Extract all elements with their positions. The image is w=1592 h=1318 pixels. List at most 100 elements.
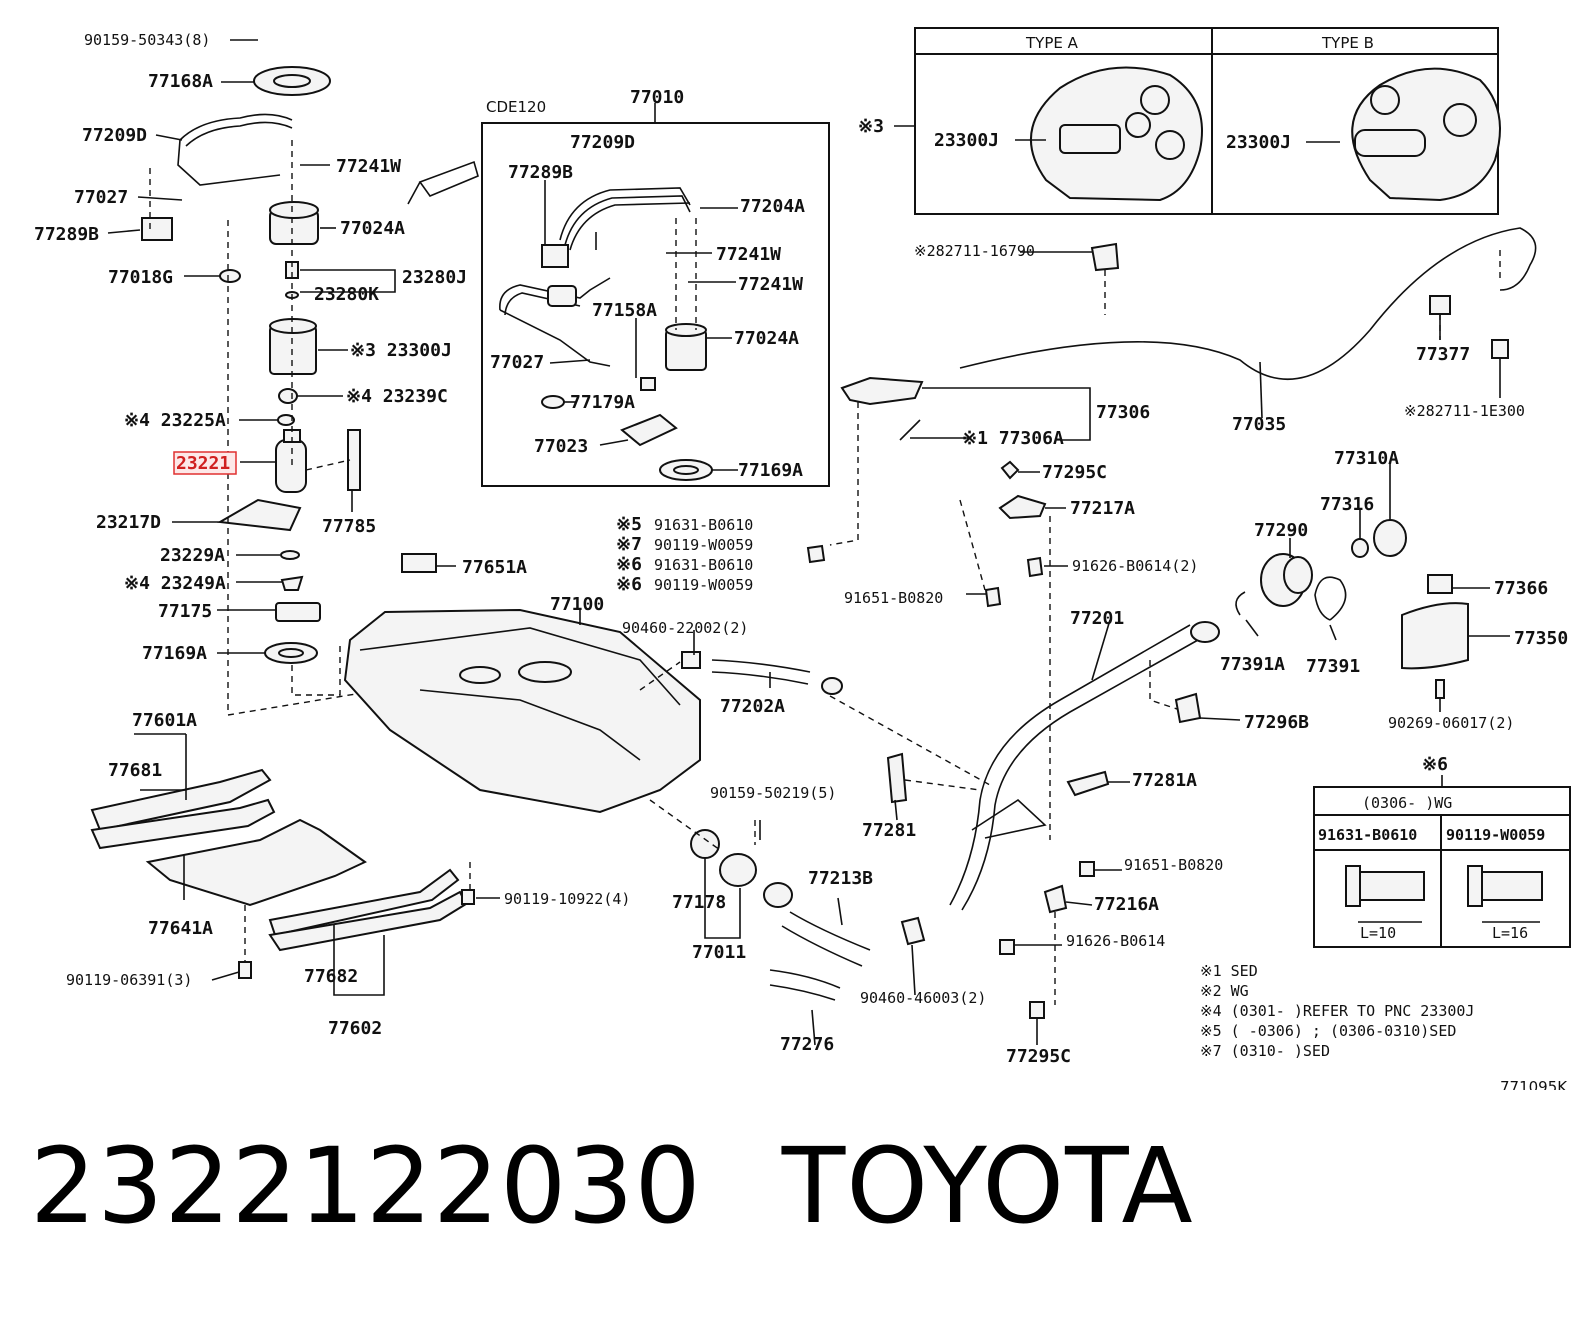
label: 23300J: [1226, 132, 1291, 153]
type-plates: [1030, 66, 1501, 202]
label: 77281A: [1132, 770, 1197, 791]
label: 77178: [672, 892, 726, 913]
label: 77100: [550, 594, 604, 615]
label: 77295C: [1006, 1046, 1071, 1067]
label: 91651-B0820: [844, 589, 943, 607]
fuel-pump-23221: [275, 439, 307, 493]
label: 77024A: [340, 218, 405, 239]
label: 90269-06017(2): [1388, 714, 1514, 732]
highlight-label-23221: 23221: [176, 453, 230, 474]
cde120-parts: [499, 187, 713, 481]
label: 77241W: [336, 156, 401, 177]
footnote: ※4 (0301- )REFER TO PNC 23300J: [1200, 1002, 1474, 1020]
label: ※3 23300J: [350, 340, 452, 361]
label: 77010: [630, 87, 684, 108]
diagram-code: 771095K: [1500, 1078, 1568, 1090]
label: 77027: [490, 352, 544, 373]
label: 23217D: [96, 512, 161, 533]
hose-77276: [769, 969, 841, 989]
label: 77785: [322, 516, 376, 537]
label: 77024A: [734, 328, 799, 349]
hose-77213B: [789, 911, 871, 951]
hose-77202A: [711, 659, 811, 673]
footnotes: ※1 SED ※2 WG ※4 (0301- )REFER TO PNC 233…: [1200, 962, 1568, 1090]
label: 77289B: [508, 162, 573, 183]
part-labels: 90159-50343(8) 77168A 77209D 77241W 7702…: [34, 31, 1568, 1067]
label: 90460-46003(2): [860, 989, 986, 1007]
bracket-77281: [886, 752, 908, 804]
label: 91631-B0610: [654, 516, 753, 534]
label: 77011: [692, 942, 746, 963]
label: ※7: [616, 534, 642, 555]
label: 23300J: [934, 130, 999, 151]
label: 90119-W0059: [1446, 826, 1545, 844]
filler-pipe-77201: [949, 621, 1220, 911]
label: 77169A: [738, 460, 803, 481]
label: 90460-22002(2): [622, 619, 748, 637]
fuel-cap: [1373, 519, 1407, 557]
label: 91626-B0614(2): [1072, 557, 1198, 575]
label: 77641A: [148, 918, 213, 939]
label: 77391: [1306, 656, 1360, 677]
label: 77681: [108, 760, 162, 781]
protector-plates: [90, 768, 471, 965]
label: 77295C: [1042, 462, 1107, 483]
label: 90119-06391(3): [66, 971, 192, 989]
label: 77391A: [1220, 654, 1285, 675]
label: ※282711-1E300: [1404, 402, 1525, 420]
label: 77601A: [132, 710, 197, 731]
footnote: ※7 (0310- )SED: [1200, 1042, 1330, 1060]
direction-arrow: [407, 160, 479, 205]
label: 77217A: [1070, 498, 1135, 519]
label: 23280K: [314, 284, 379, 305]
leader-lines: [107, 39, 1510, 1046]
label: ※4 23225A: [124, 410, 226, 431]
label: 77169A: [142, 643, 207, 664]
label: ※6: [1422, 754, 1448, 775]
label: 77202A: [720, 696, 785, 717]
label: 77018G: [108, 267, 173, 288]
label: ※6: [616, 554, 642, 575]
label: 77377: [1416, 344, 1470, 365]
label: 77201: [1070, 608, 1124, 629]
label: 90119-W0059: [654, 536, 753, 554]
cable-77035: [959, 227, 1537, 381]
label: CDE120: [486, 98, 546, 116]
label: 23280J: [402, 267, 467, 288]
label: ※1 77306A: [962, 428, 1064, 449]
label: 77289B: [34, 224, 99, 245]
label: 77179A: [570, 392, 635, 413]
label: 77175: [158, 601, 212, 622]
footnote: ※5 ( -0306) ; (0306-0310)SED: [1200, 1022, 1456, 1040]
footnote: ※1 SED: [1200, 962, 1258, 980]
label: (0306- )WG: [1362, 794, 1452, 812]
footnote: ※2 WG: [1200, 982, 1249, 1000]
label: 77310A: [1334, 448, 1399, 469]
label: 77281: [862, 820, 916, 841]
label: 77290: [1254, 520, 1308, 541]
label: 77602: [328, 1018, 382, 1039]
fuel-tank-77100: [343, 553, 701, 814]
label: 77651A: [462, 557, 527, 578]
bolt-drawings: [1345, 865, 1543, 923]
label: 77316: [1320, 494, 1374, 515]
label: 77213B: [808, 868, 873, 889]
label: 77027: [74, 187, 128, 208]
label: TYPE A: [1025, 34, 1079, 52]
fuel-system-parts-diagram: 90159-50343(8) 77168A 77209D 77241W 7702…: [34, 27, 1571, 1090]
label: 77209D: [570, 132, 635, 153]
label: 77682: [304, 966, 358, 987]
label: 77209D: [82, 125, 147, 146]
label: 91631-B0610: [654, 556, 753, 574]
label: 77306: [1096, 402, 1150, 423]
label: 77035: [1232, 414, 1286, 435]
label: ※4 23239C: [346, 386, 448, 407]
label: ※4 23249A: [124, 573, 226, 594]
label: ※282711-16790: [914, 242, 1035, 260]
label: 77296B: [1244, 712, 1309, 733]
label: 77216A: [1094, 894, 1159, 915]
label: ※5: [616, 514, 642, 535]
brand-name: TOYOTA: [781, 1125, 1194, 1247]
label: 90159-50219(5): [710, 784, 836, 802]
